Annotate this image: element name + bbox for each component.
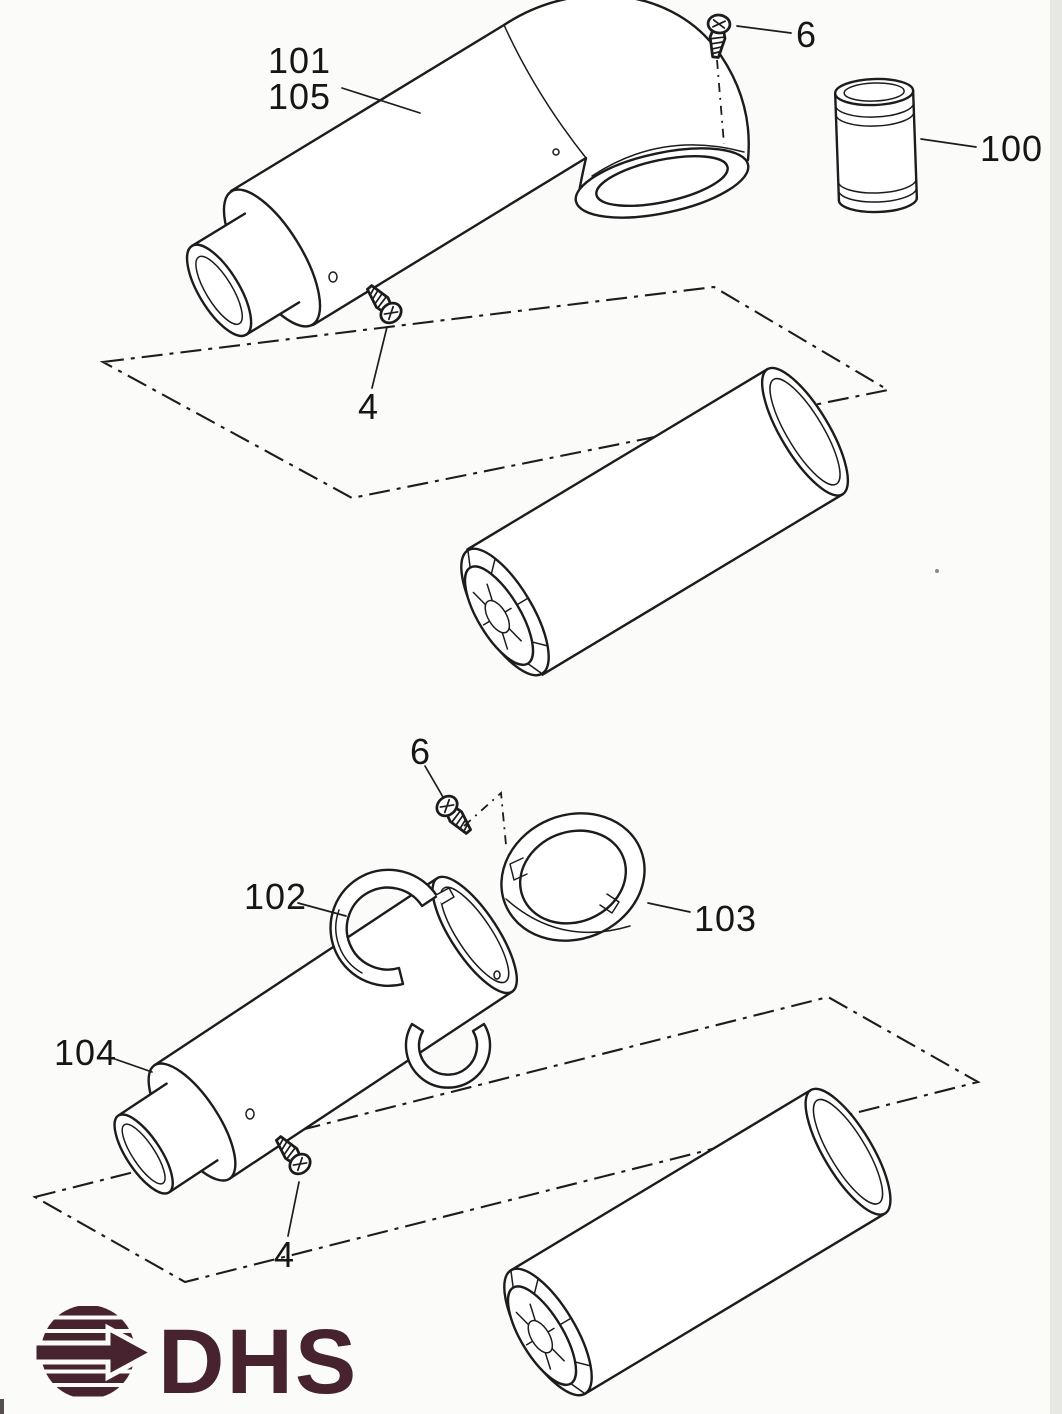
screw-hole xyxy=(245,1108,255,1120)
leader-4-bottom xyxy=(287,1181,300,1237)
clamp-bracket-102 xyxy=(329,868,455,987)
leader-102 xyxy=(297,902,347,917)
callout-4-top: 4 xyxy=(358,386,380,427)
leader-6-mid xyxy=(424,765,444,798)
mounting-plane-bottom xyxy=(32,995,981,1284)
scan-speck xyxy=(935,569,939,573)
dhs-logo: DHS xyxy=(31,1306,358,1413)
screw-6-mid xyxy=(431,790,479,840)
inner-flue-pipe-bottom xyxy=(485,1087,892,1410)
leader-101-105 xyxy=(341,87,421,114)
callout-103: 103 xyxy=(694,898,758,939)
inner-flue-pipe-top xyxy=(442,366,850,690)
leader-4-top xyxy=(371,326,388,389)
callout-6-top: 6 xyxy=(796,14,818,55)
leader-103 xyxy=(647,902,691,913)
dhs-logo-arrow-icon xyxy=(31,1306,159,1397)
dhs-logo-text: DHS xyxy=(158,1311,358,1413)
pipe104-inner-pipe xyxy=(113,1082,219,1195)
alignment-line-screw6-mid xyxy=(463,791,507,846)
callout-105: 105 xyxy=(268,76,332,117)
leader-104 xyxy=(111,1057,153,1073)
callout-6-mid: 6 xyxy=(410,731,432,772)
alignment-line-screw6-top xyxy=(716,59,725,145)
screw-hole xyxy=(328,271,338,283)
callout-102: 102 xyxy=(244,876,308,917)
screw-hole xyxy=(493,970,501,980)
vent-elbow-pipe-101-105 xyxy=(185,0,750,338)
callout-101: 101 xyxy=(268,40,332,81)
screw-4-top xyxy=(359,279,407,329)
trim-ring-103 xyxy=(500,812,646,942)
screw-hole xyxy=(552,148,560,156)
leader-6-top xyxy=(736,25,792,34)
callout-100: 100 xyxy=(980,128,1044,169)
clamp-bracket-lower xyxy=(404,1022,492,1089)
scan-mark xyxy=(0,1399,4,1414)
mounting-plane-top xyxy=(99,285,891,500)
leader-100 xyxy=(920,138,977,148)
elbow-inner-pipe xyxy=(185,212,301,338)
callout-4-bottom: 4 xyxy=(274,1234,296,1275)
pipe-coupling-100 xyxy=(833,77,919,214)
vent-pipe-104 xyxy=(113,875,519,1195)
callout-104: 104 xyxy=(54,1032,118,1073)
scan-edge xyxy=(1050,0,1062,1414)
